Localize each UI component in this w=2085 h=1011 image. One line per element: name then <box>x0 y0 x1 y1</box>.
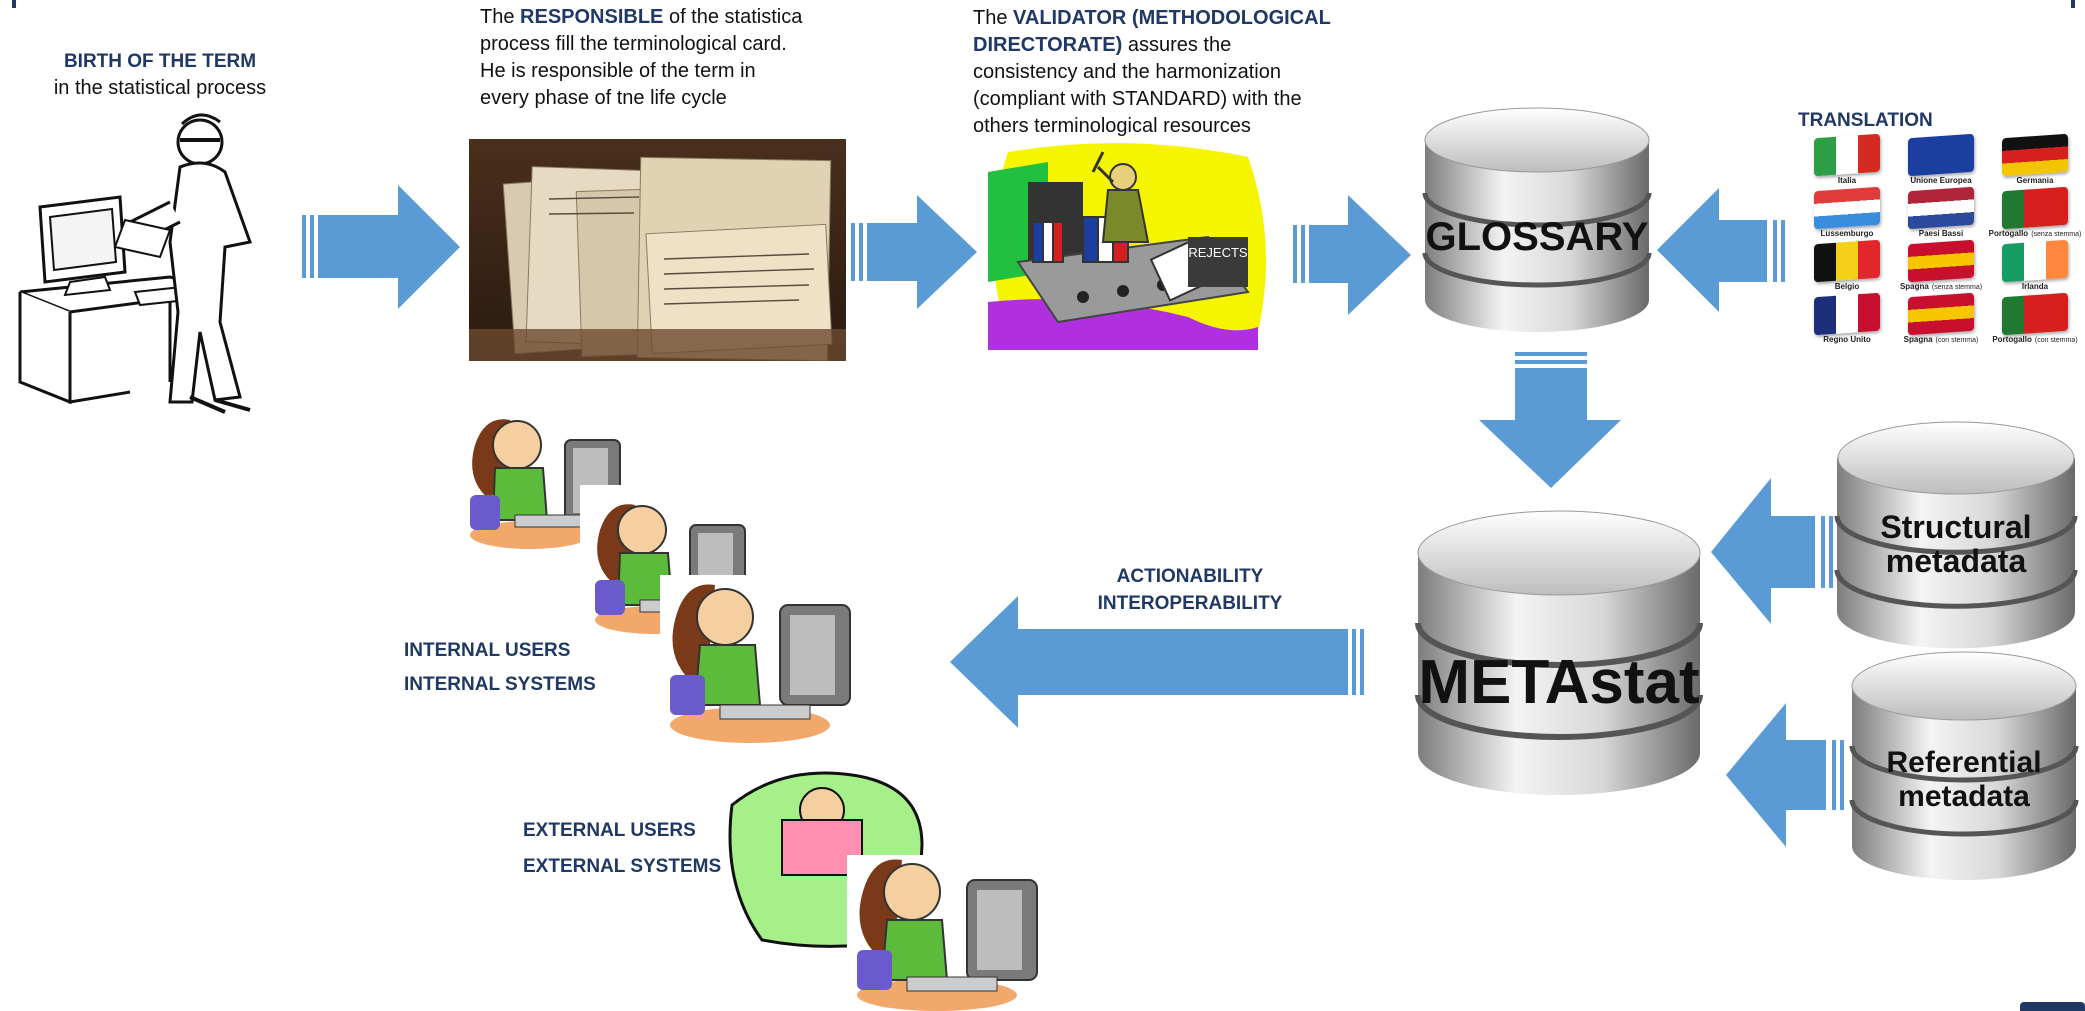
flag-icon <box>1908 186 1974 230</box>
flag-icon <box>1814 133 1880 177</box>
metastat-label: METAstat <box>1418 648 1699 717</box>
flag-label: Lussemburgo <box>1820 229 1874 238</box>
translation-heading: TRANSLATION <box>1798 110 1933 131</box>
arrow-structural-to-metastat <box>1711 478 1833 624</box>
validator-line2-rest: assures the <box>1122 34 1232 56</box>
responsible-line3: He is responsible of the term in <box>480 60 756 82</box>
validator-line3: consistency and the harmonization <box>973 61 1281 83</box>
responsible-line4: every phase of tne life cycle <box>480 87 727 109</box>
arrow-glossary-to-metastat <box>1479 352 1621 488</box>
validator-highlight-line2: DIRECTORATE) <box>973 34 1123 56</box>
responsible-prefix: The <box>480 6 521 28</box>
flag-note: (senza stemma) <box>1931 284 1983 291</box>
flag-icon <box>2002 292 2068 336</box>
flag-note: (senza stemma) <box>2031 231 2082 238</box>
actionability-caption: ACTIONABILITY INTEROPERABILITY <box>1080 563 1300 617</box>
internal-users-illustration <box>470 419 885 745</box>
responsible-highlight: RESPONSIBLE <box>520 6 664 28</box>
structural-metadata-database: Structural metadata <box>1834 421 2078 649</box>
arrow-metastat-to-users <box>950 596 1364 728</box>
referential-metadata-database: Referential metadata <box>1849 651 2079 880</box>
flag-item: Portogallo(con stemma) <box>1988 292 2082 348</box>
card-catalogue-photo <box>469 139 846 362</box>
glossary-database: GLOSSARY <box>1422 107 1652 332</box>
flag-label: Italia <box>1837 176 1857 185</box>
flag-item: Portogallo(senza stemma) <box>1988 186 2082 242</box>
responsible-line1-rest: of the statistica <box>663 6 803 28</box>
external-line1: EXTERNAL USERS <box>523 820 696 841</box>
edge-mark-left <box>12 0 16 8</box>
validator-text: The VALIDATOR (METHODOLOGICAL DIRECTORAT… <box>973 5 1333 140</box>
flag-label: Germania <box>2016 176 2054 185</box>
validator-line4: (compliant with STANDARD) with the <box>973 88 1302 110</box>
birth-caption: BIRTH OF THE TERM in the statistical pro… <box>30 48 290 102</box>
arrow-responsible-to-validator <box>851 195 977 309</box>
responsible-line2: process fill the terminological card. <box>480 33 787 55</box>
flag-item: Paesi Bassi <box>1894 186 1988 242</box>
responsible-text: The RESPONSIBLE of the statistica proces… <box>480 4 820 112</box>
birth-subtext: in the statistical process <box>53 77 267 99</box>
external-line2: EXTERNAL SYSTEMS <box>523 856 722 877</box>
flag-icon <box>2002 239 2068 283</box>
flag-label: Spagna(senza stemma) <box>1899 282 1983 291</box>
arrow-referential-to-metastat <box>1726 703 1844 847</box>
flag-icon <box>1814 239 1880 283</box>
flag-note: (con stemma) <box>1935 337 1979 344</box>
flag-item: Spagna(con stemma) <box>1894 292 1988 348</box>
man-at-computer-illustration <box>18 113 252 414</box>
metastat-database: METAstat <box>1415 510 1703 795</box>
actionability-line2: INTEROPERABILITY <box>1097 593 1283 614</box>
validation-conveyor-illustration: REJECTS <box>988 143 1266 350</box>
flag-icon <box>1814 186 1880 230</box>
flag-item: Spagna(senza stemma) <box>1894 239 1988 295</box>
flag-icon <box>2002 133 2068 177</box>
flag-label: Portogallo(con stemma) <box>1992 335 2078 344</box>
flag-label: Regno Unito <box>1823 335 1871 344</box>
flag-label: Spagna(con stemma) <box>1903 335 1979 344</box>
rejects-label: REJECTS <box>1188 245 1248 260</box>
validator-highlight-line1: VALIDATOR (METHODOLOGICAL <box>1013 7 1331 29</box>
validator-line5: others terminological resources <box>973 115 1251 137</box>
flag-icon <box>1814 292 1880 336</box>
structural-line1: Structural <box>1880 509 2031 545</box>
flag-item: Italia <box>1800 133 1894 189</box>
flag-label: Irlanda <box>2021 282 2049 291</box>
flag-icon <box>1908 239 1974 283</box>
flag-label: Unione Europea <box>1910 176 1972 185</box>
internal-line2: INTERNAL SYSTEMS <box>404 674 596 695</box>
arrow-validator-to-glossary <box>1293 195 1411 315</box>
flag-item: Irlanda <box>1988 239 2082 295</box>
internal-line1: INTERNAL USERS <box>404 640 571 661</box>
flag-item: Unione Europea <box>1894 133 1988 189</box>
flag-item: Lussemburgo <box>1800 186 1894 242</box>
flag-item: Regno Unito <box>1800 292 1894 348</box>
flag-icon <box>1908 292 1974 336</box>
external-users-illustration <box>728 771 1072 1011</box>
external-caption: EXTERNAL USERS EXTERNAL SYSTEMS <box>523 813 721 885</box>
cc-license-badge <box>2020 1002 2085 1011</box>
flag-label: Belgio <box>1834 282 1860 291</box>
referential-line2: metadata <box>1898 780 2030 813</box>
internal-caption: INTERNAL USERS INTERNAL SYSTEMS <box>404 634 596 702</box>
flag-icon <box>2002 186 2068 230</box>
flag-note: (con stemma) <box>2034 337 2078 344</box>
validator-prefix: The <box>973 7 1014 29</box>
arrow-birth-to-responsible <box>302 185 460 309</box>
arrow-translation-to-glossary <box>1657 188 1785 312</box>
flag-label: Paesi Bassi <box>1918 229 1964 238</box>
structural-line2: metadata <box>1886 543 2027 579</box>
flag-label: Portogallo(senza stemma) <box>1988 229 2082 238</box>
referential-line1: Referential <box>1886 746 2041 779</box>
birth-heading: BIRTH OF THE TERM <box>63 51 257 72</box>
flag-item: Belgio <box>1800 239 1894 295</box>
glossary-label: GLOSSARY <box>1426 215 1649 259</box>
edge-mark-right <box>2071 0 2075 8</box>
flag-icon <box>1908 133 1974 177</box>
actionability-line1: ACTIONABILITY <box>1116 566 1264 587</box>
flag-item: Germania <box>1988 133 2082 189</box>
